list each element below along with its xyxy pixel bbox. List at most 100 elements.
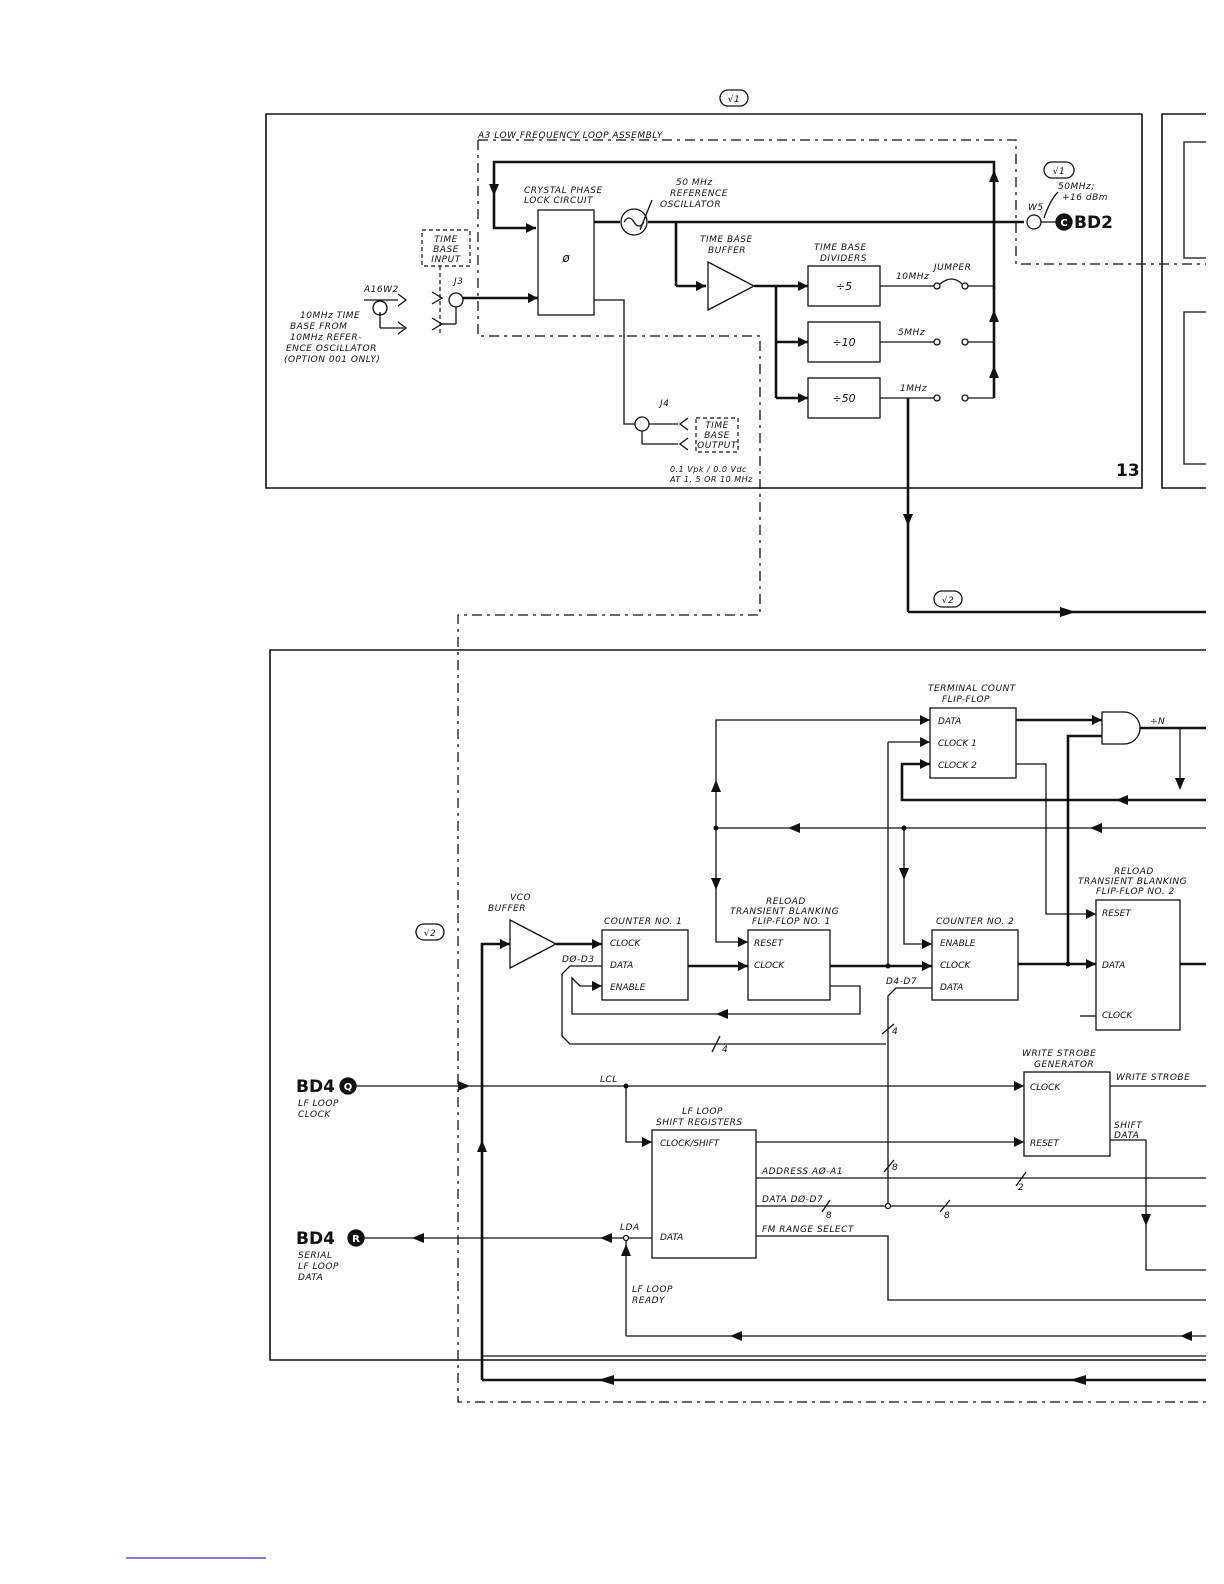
mid-tag-badge [933, 590, 963, 608]
tc-title-1: TERMINAL COUNT [928, 684, 1017, 694]
right-tag-badge [1043, 161, 1075, 179]
bd2-marker: C [1060, 218, 1067, 229]
counter2-block [931, 929, 1019, 1001]
bottom-arrow-2 [1070, 1375, 1086, 1385]
w5-spec-2: +16 dBm [1062, 193, 1108, 203]
top-tag-text: √1 [728, 94, 740, 105]
osc-title-3: OSCILLATOR [660, 200, 721, 210]
tbo-2: BASE [704, 431, 730, 441]
d0d3-label: DØ-D3 [562, 954, 595, 965]
bus8a-tick [883, 1159, 895, 1173]
output-spec-1: 0.1 Vpk / 0.0 Vdc [670, 465, 747, 474]
post-5b [961, 338, 969, 346]
bus4a-label: 4 [722, 1045, 728, 1055]
d4d7-label: D4-D7 [886, 977, 917, 987]
div5-text: ÷5 [836, 280, 852, 293]
f5-label: 5MHz [898, 328, 925, 338]
bus4b-tick [881, 1023, 895, 1035]
post-1b [961, 394, 969, 402]
bd4r-desc-2: LF LOOP [298, 1262, 339, 1272]
bus2-label: 2 [1018, 1183, 1024, 1193]
one-mhz-right-arrow [1060, 607, 1076, 617]
crystal-title-2: LOCK CIRCUIT [524, 196, 594, 206]
c2-enable-arrow [922, 939, 932, 949]
right-neighbor-box2 [1183, 311, 1206, 465]
c1-pin-data: DATA [610, 961, 633, 971]
buffer-title-1: TIME BASE [700, 235, 753, 245]
bottom-arrow-1 [598, 1375, 614, 1385]
ws-reset-arrow [1014, 1137, 1024, 1147]
time-base-input-box [421, 229, 471, 267]
j4-label: J4 [658, 399, 669, 409]
clk2-feedback [900, 762, 1206, 802]
tc-title-2: FLIP-FLOP [942, 695, 990, 705]
write-strobe-block [1023, 1071, 1111, 1157]
return-arrow-2 [989, 366, 999, 378]
r1-title-3: FLIP-FLOP NO. 1 [752, 917, 831, 927]
j3-in-arrow [528, 293, 538, 303]
lda-dot [622, 1234, 630, 1242]
vco-title-1: VCO [510, 893, 531, 903]
tbi-2: BASE [433, 245, 459, 255]
feedback-arrow-up [989, 170, 999, 182]
r2-pin-clock: CLOCK [1102, 1011, 1133, 1021]
div50-in-arrow [798, 393, 808, 403]
crystal-phase-lock-block [537, 209, 595, 316]
div-n-label: ÷N [1150, 717, 1165, 727]
buffer-title-2: BUFFER [708, 246, 746, 256]
tc-pin-clk2: CLOCK 2 [938, 761, 977, 771]
vco-title-2: BUFFER [488, 904, 526, 914]
osc-title-2: REFERENCE [670, 189, 728, 199]
time-base-buffer [707, 260, 756, 312]
c2-pin-data: DATA [940, 983, 963, 993]
ref-in-3: 10MHz REFER- [290, 333, 362, 343]
j4-plug1 [678, 417, 689, 431]
ws-title-2: GENERATOR [1034, 1060, 1094, 1070]
tc-data-arrow2 [711, 878, 721, 890]
c2-data-bus [887, 987, 932, 1206]
assembly-boundary-left [457, 140, 1206, 1403]
counter1-block [601, 929, 689, 1001]
r1-pin-clock: CLOCK [754, 961, 785, 971]
feedback-828-arrow [788, 823, 800, 833]
lcl-to-shift [625, 1086, 652, 1143]
ref-in-2: BASE FROM [290, 322, 347, 332]
and-out-down-arrow [1175, 778, 1185, 790]
jumper-wire [939, 278, 963, 285]
a16w2-plug2 [397, 321, 408, 335]
w5-label: W5 [1028, 203, 1044, 213]
time-base-output-box [695, 417, 739, 453]
bus8c-label: 8 [944, 1211, 950, 1221]
bus4a-tick [711, 1035, 721, 1053]
one-mhz-down-arrow [903, 514, 913, 526]
tc-pin-clk1: CLOCK 1 [938, 739, 977, 749]
return-arrow-1 [989, 310, 999, 322]
vco-in-arrow [500, 939, 510, 949]
sr-title-1: LF LOOP [682, 1107, 723, 1117]
f1-label: 1MHz [900, 384, 927, 394]
shift-data-2: DATA [1114, 1131, 1139, 1141]
vco-up-arrow [477, 1140, 487, 1152]
clk2-fb-arrow [1116, 795, 1128, 805]
shift-data-1: SHIFT [1114, 1121, 1143, 1131]
bd4q-desc-2: CLOCK [298, 1110, 331, 1120]
f10-label: 10MHz [896, 272, 929, 282]
ws-pin-reset: RESET [1030, 1139, 1060, 1149]
right-tag-text: √1 [1053, 166, 1065, 177]
tbi-3: INPUT [431, 255, 461, 265]
div5-block [807, 265, 881, 307]
c2-pin-clock: CLOCK [940, 961, 971, 971]
div50-text: ÷50 [832, 392, 855, 405]
assembly-title: A3 LOW FREQUENCY LOOP ASSEMBLY [477, 131, 664, 141]
post-5a [933, 338, 941, 346]
feedback-828-arrow2 [1090, 823, 1102, 833]
c1-data-bus [561, 965, 886, 1045]
ref-in-4: ENCE OSCILLATOR [286, 344, 377, 354]
ref-in-1: 10MHz TIME [300, 311, 360, 321]
bd4r-arrow [412, 1233, 424, 1243]
w5-connector [1026, 214, 1042, 230]
lda-label: LDA [620, 1223, 640, 1233]
left-tag-badge [415, 923, 445, 941]
lf-ready-2: READY [632, 1296, 666, 1306]
and-gate [1101, 711, 1141, 745]
